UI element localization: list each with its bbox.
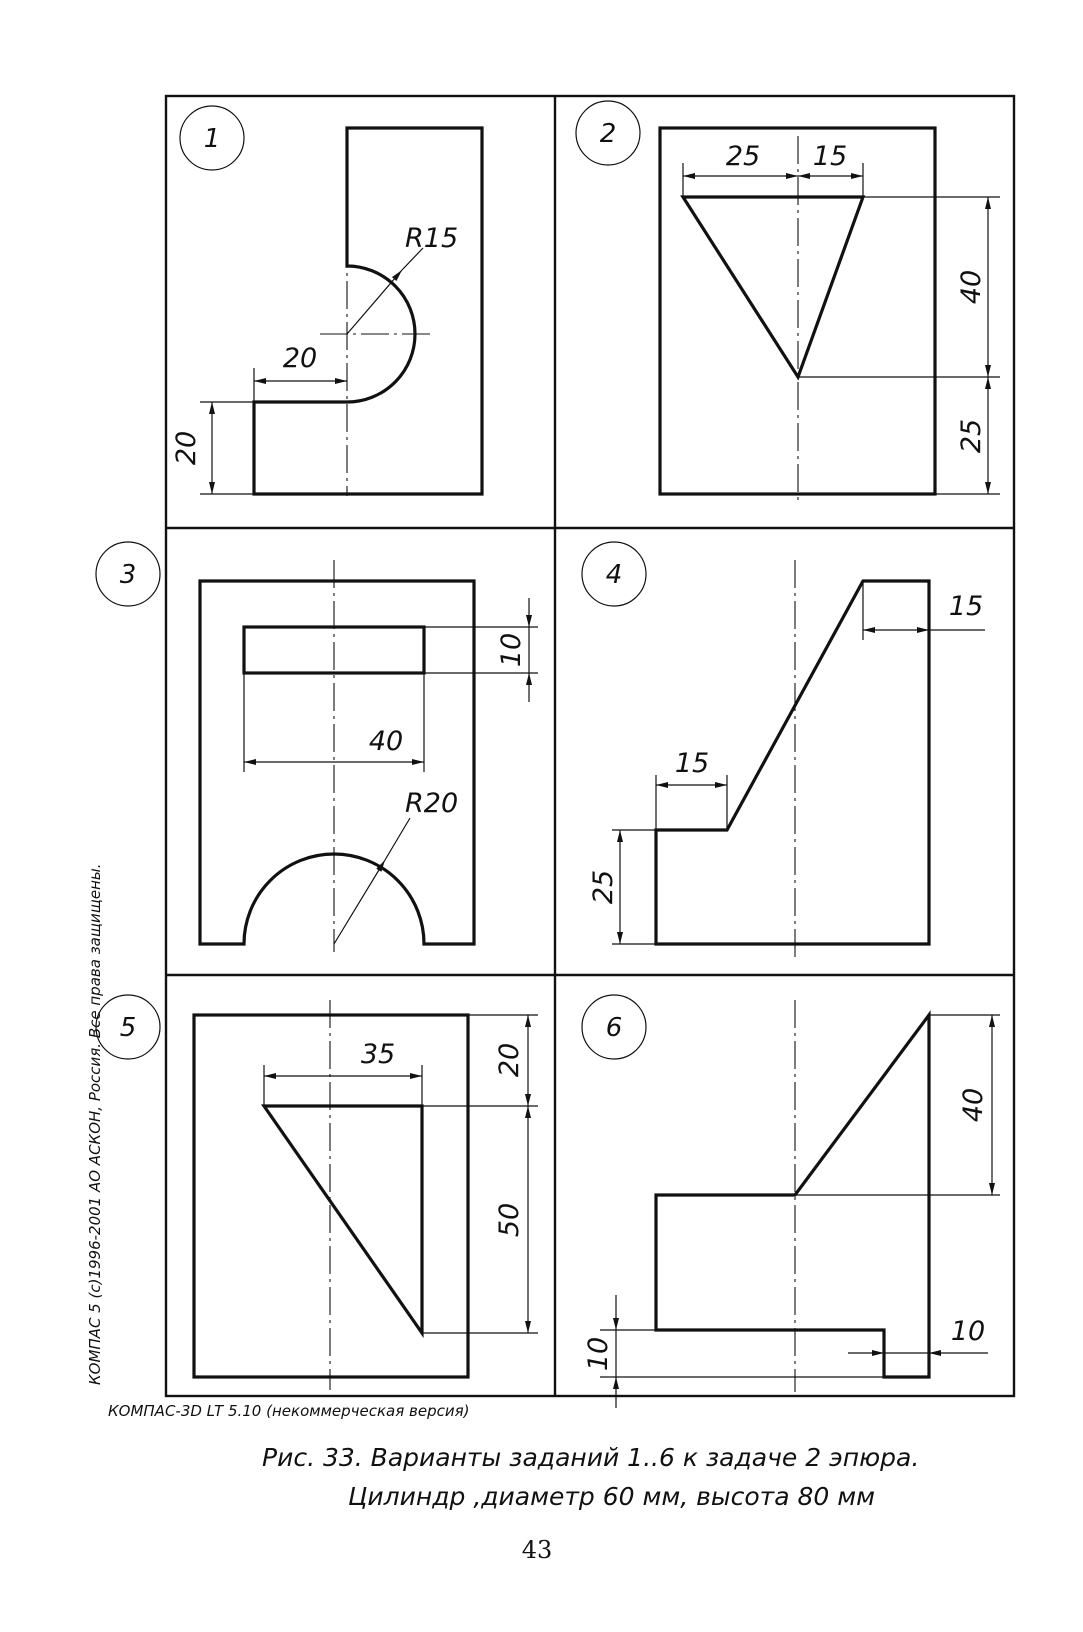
figure-caption-line1: Рис. 33. Варианты заданий 1..6 к задаче … bbox=[262, 1443, 919, 1472]
variant-4-badge bbox=[581, 541, 647, 607]
variant-1-cell: 1 R15 20 20 bbox=[171, 105, 484, 496]
variant-4-dim-step: 15 bbox=[675, 748, 709, 779]
variant-6-dim-height: 40 bbox=[958, 1088, 989, 1122]
variant-2-outline bbox=[658, 126, 937, 496]
variant-5-outline bbox=[192, 1013, 470, 1379]
variant-1-badge bbox=[179, 105, 245, 171]
variant-5-dim-lower: 50 bbox=[494, 1203, 525, 1237]
variant-3-outline bbox=[198, 579, 476, 946]
variant-6-number: 6 bbox=[606, 1013, 623, 1043]
variant-1-dim-radius: R15 bbox=[405, 223, 458, 254]
variant-6-cell: 6 40 10 10 bbox=[581, 994, 1000, 1408]
variant-2-dim-left: 25 bbox=[726, 141, 760, 172]
variant-2-badge bbox=[575, 100, 641, 166]
figure-caption-line2: Цилиндр ,диаметр 60 мм, высота 80 мм bbox=[348, 1482, 875, 1511]
variant-1-dim-height: 20 bbox=[171, 431, 202, 465]
variant-1-number: 1 bbox=[204, 124, 221, 154]
variant-2-number: 2 bbox=[600, 119, 617, 149]
variant-2-dim-right: 15 bbox=[813, 141, 847, 172]
version-note: КОМПАС-3D LT 5.10 (некоммерческая версия… bbox=[108, 1402, 469, 1420]
variant-4-cell: 4 15 15 25 bbox=[581, 541, 985, 960]
variant-4-number: 4 bbox=[606, 560, 623, 590]
variant-6-dim-step-height: 10 bbox=[583, 1337, 614, 1371]
copyright-note: КОМПАС 5 (с)1996-2001 АО АСКОН, Россия. … bbox=[86, 863, 104, 1385]
variant-2-dim-upper: 40 bbox=[956, 270, 987, 304]
variant-1-dim-width: 20 bbox=[283, 343, 317, 374]
variant-3-dim-slot-height: 10 bbox=[496, 633, 527, 667]
variant-3-cell: 3 10 40 R20 bbox=[95, 541, 538, 952]
variant-2-dim-lower: 25 bbox=[956, 419, 987, 453]
variant-5-badge bbox=[95, 994, 161, 1060]
variant-5-triangle bbox=[260, 1104, 424, 1339]
variants-grid-frame bbox=[164, 94, 1016, 1398]
page-number: 43 bbox=[522, 1536, 553, 1564]
variant-6-badge bbox=[581, 994, 647, 1060]
variant-4-dim-top: 15 bbox=[949, 591, 983, 622]
variant-3-dim-radius: R20 bbox=[405, 788, 458, 819]
variant-6-dim-step-width: 10 bbox=[951, 1316, 985, 1347]
variant-4-dim-height: 25 bbox=[588, 870, 619, 904]
variant-5-dim-upper: 20 bbox=[494, 1043, 525, 1077]
variant-5-number: 5 bbox=[120, 1013, 137, 1043]
variant-3-badge bbox=[95, 541, 161, 607]
variant-3-dim-slot-width: 40 bbox=[369, 726, 403, 757]
variant-1-outline bbox=[252, 126, 484, 496]
variant-3-number: 3 bbox=[120, 560, 137, 590]
variant-6-outline bbox=[654, 1010, 931, 1379]
variant-5-cell: 5 35 20 50 bbox=[95, 994, 538, 1390]
variant-2-triangle bbox=[680, 195, 866, 381]
variant-2-cell: 2 25 15 40 25 bbox=[575, 100, 1000, 500]
variant-5-dim-width: 35 bbox=[361, 1039, 395, 1070]
